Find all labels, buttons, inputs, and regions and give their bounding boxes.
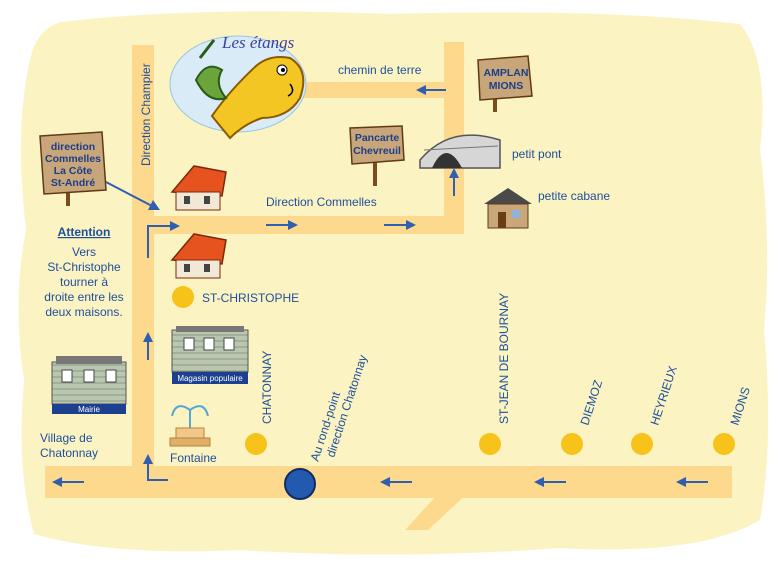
arrow-icon bbox=[449, 168, 459, 196]
chatonnay-dot bbox=[245, 433, 267, 455]
st-jean-label: ST-JEAN DE BOURNAY bbox=[497, 293, 511, 424]
fish-icon bbox=[194, 39, 305, 140]
town-hall-icon: Mairie bbox=[51, 356, 127, 414]
signpost-commelles: direction Commelles La Côte St-André bbox=[39, 131, 107, 206]
village-label-line-1: Village de bbox=[40, 431, 93, 445]
turn-arrow-icon bbox=[147, 221, 180, 258]
diemoz-dot bbox=[561, 433, 583, 455]
signpost-amplan: AMPLAN MIONS bbox=[477, 55, 533, 112]
arrow-icon bbox=[143, 332, 153, 360]
signpost-chevreuil: Pancarte Chevreuil bbox=[349, 125, 405, 186]
petite-cabane-label: petite cabane bbox=[538, 189, 610, 203]
commelles-line-4: St-André bbox=[51, 177, 95, 189]
cabin-icon bbox=[484, 188, 532, 229]
arrow-icon bbox=[384, 220, 416, 230]
arrow-icon bbox=[266, 220, 298, 230]
magasin-label: Magasin populaire bbox=[177, 374, 243, 383]
attention-title: Attention bbox=[58, 225, 111, 239]
attention-line-4: droite entre les bbox=[44, 290, 123, 304]
pond: Les étangs bbox=[169, 33, 307, 140]
arrow-icon bbox=[534, 477, 566, 487]
arrow-icon bbox=[380, 477, 412, 487]
fountain-icon bbox=[169, 405, 211, 447]
village-label-line-2: Chatonnay bbox=[40, 446, 98, 460]
chevreuil-line-2: Chevreuil bbox=[353, 145, 401, 157]
heyrieux-dot bbox=[631, 433, 653, 455]
mions-dot bbox=[713, 433, 735, 455]
attention-line-5: deux maisons. bbox=[45, 305, 122, 319]
mairie-label: Mairie bbox=[78, 405, 100, 414]
bridge-icon bbox=[419, 134, 501, 169]
arrow-icon bbox=[416, 85, 446, 95]
arrow-icon bbox=[105, 181, 160, 210]
commelles-line-3: La Côte bbox=[54, 165, 93, 177]
attention-line-2: St-Christophe bbox=[47, 260, 121, 274]
amplan-line-1: AMPLAN bbox=[484, 67, 529, 79]
les-etangs-label: Les étangs bbox=[221, 33, 295, 52]
road-direction-champier bbox=[132, 45, 154, 481]
st-christophe-dot bbox=[172, 286, 194, 308]
direction-champier-label: Direction Champier bbox=[139, 63, 153, 166]
arrow-icon bbox=[676, 477, 708, 487]
st-christophe-label: ST-CHRISTOPHE bbox=[202, 291, 299, 305]
roundabout-marker bbox=[284, 468, 316, 500]
main-road-arrows bbox=[52, 477, 708, 487]
attention-line-1: Vers bbox=[72, 245, 96, 259]
st-jean-dot bbox=[479, 433, 501, 455]
petit-pont-label: petit pont bbox=[512, 147, 562, 161]
shop-icon: Magasin populaire bbox=[171, 326, 249, 384]
commelles-line-1: direction bbox=[51, 141, 95, 153]
diagonal-road bbox=[405, 470, 482, 530]
commelles-line-2: Commelles bbox=[45, 153, 101, 165]
house-icon bbox=[170, 233, 227, 279]
road-to-st-christophe bbox=[144, 216, 462, 234]
house-icon bbox=[170, 165, 227, 211]
direction-commelles-label: Direction Commelles bbox=[266, 195, 377, 209]
road-chemin-de-terre bbox=[300, 82, 464, 98]
arrow-icon bbox=[52, 477, 84, 487]
fontaine-label: Fontaine bbox=[170, 451, 217, 465]
attention-line-3: tourner à bbox=[60, 275, 108, 289]
map-background bbox=[18, 11, 769, 555]
chatonnay-label: CHATONNAY bbox=[260, 351, 274, 424]
amplan-line-2: MIONS bbox=[489, 80, 523, 92]
turn-arrow-icon bbox=[143, 454, 168, 481]
chevreuil-line-1: Pancarte bbox=[355, 132, 400, 144]
chemin-de-terre-label: chemin de terre bbox=[338, 63, 422, 77]
